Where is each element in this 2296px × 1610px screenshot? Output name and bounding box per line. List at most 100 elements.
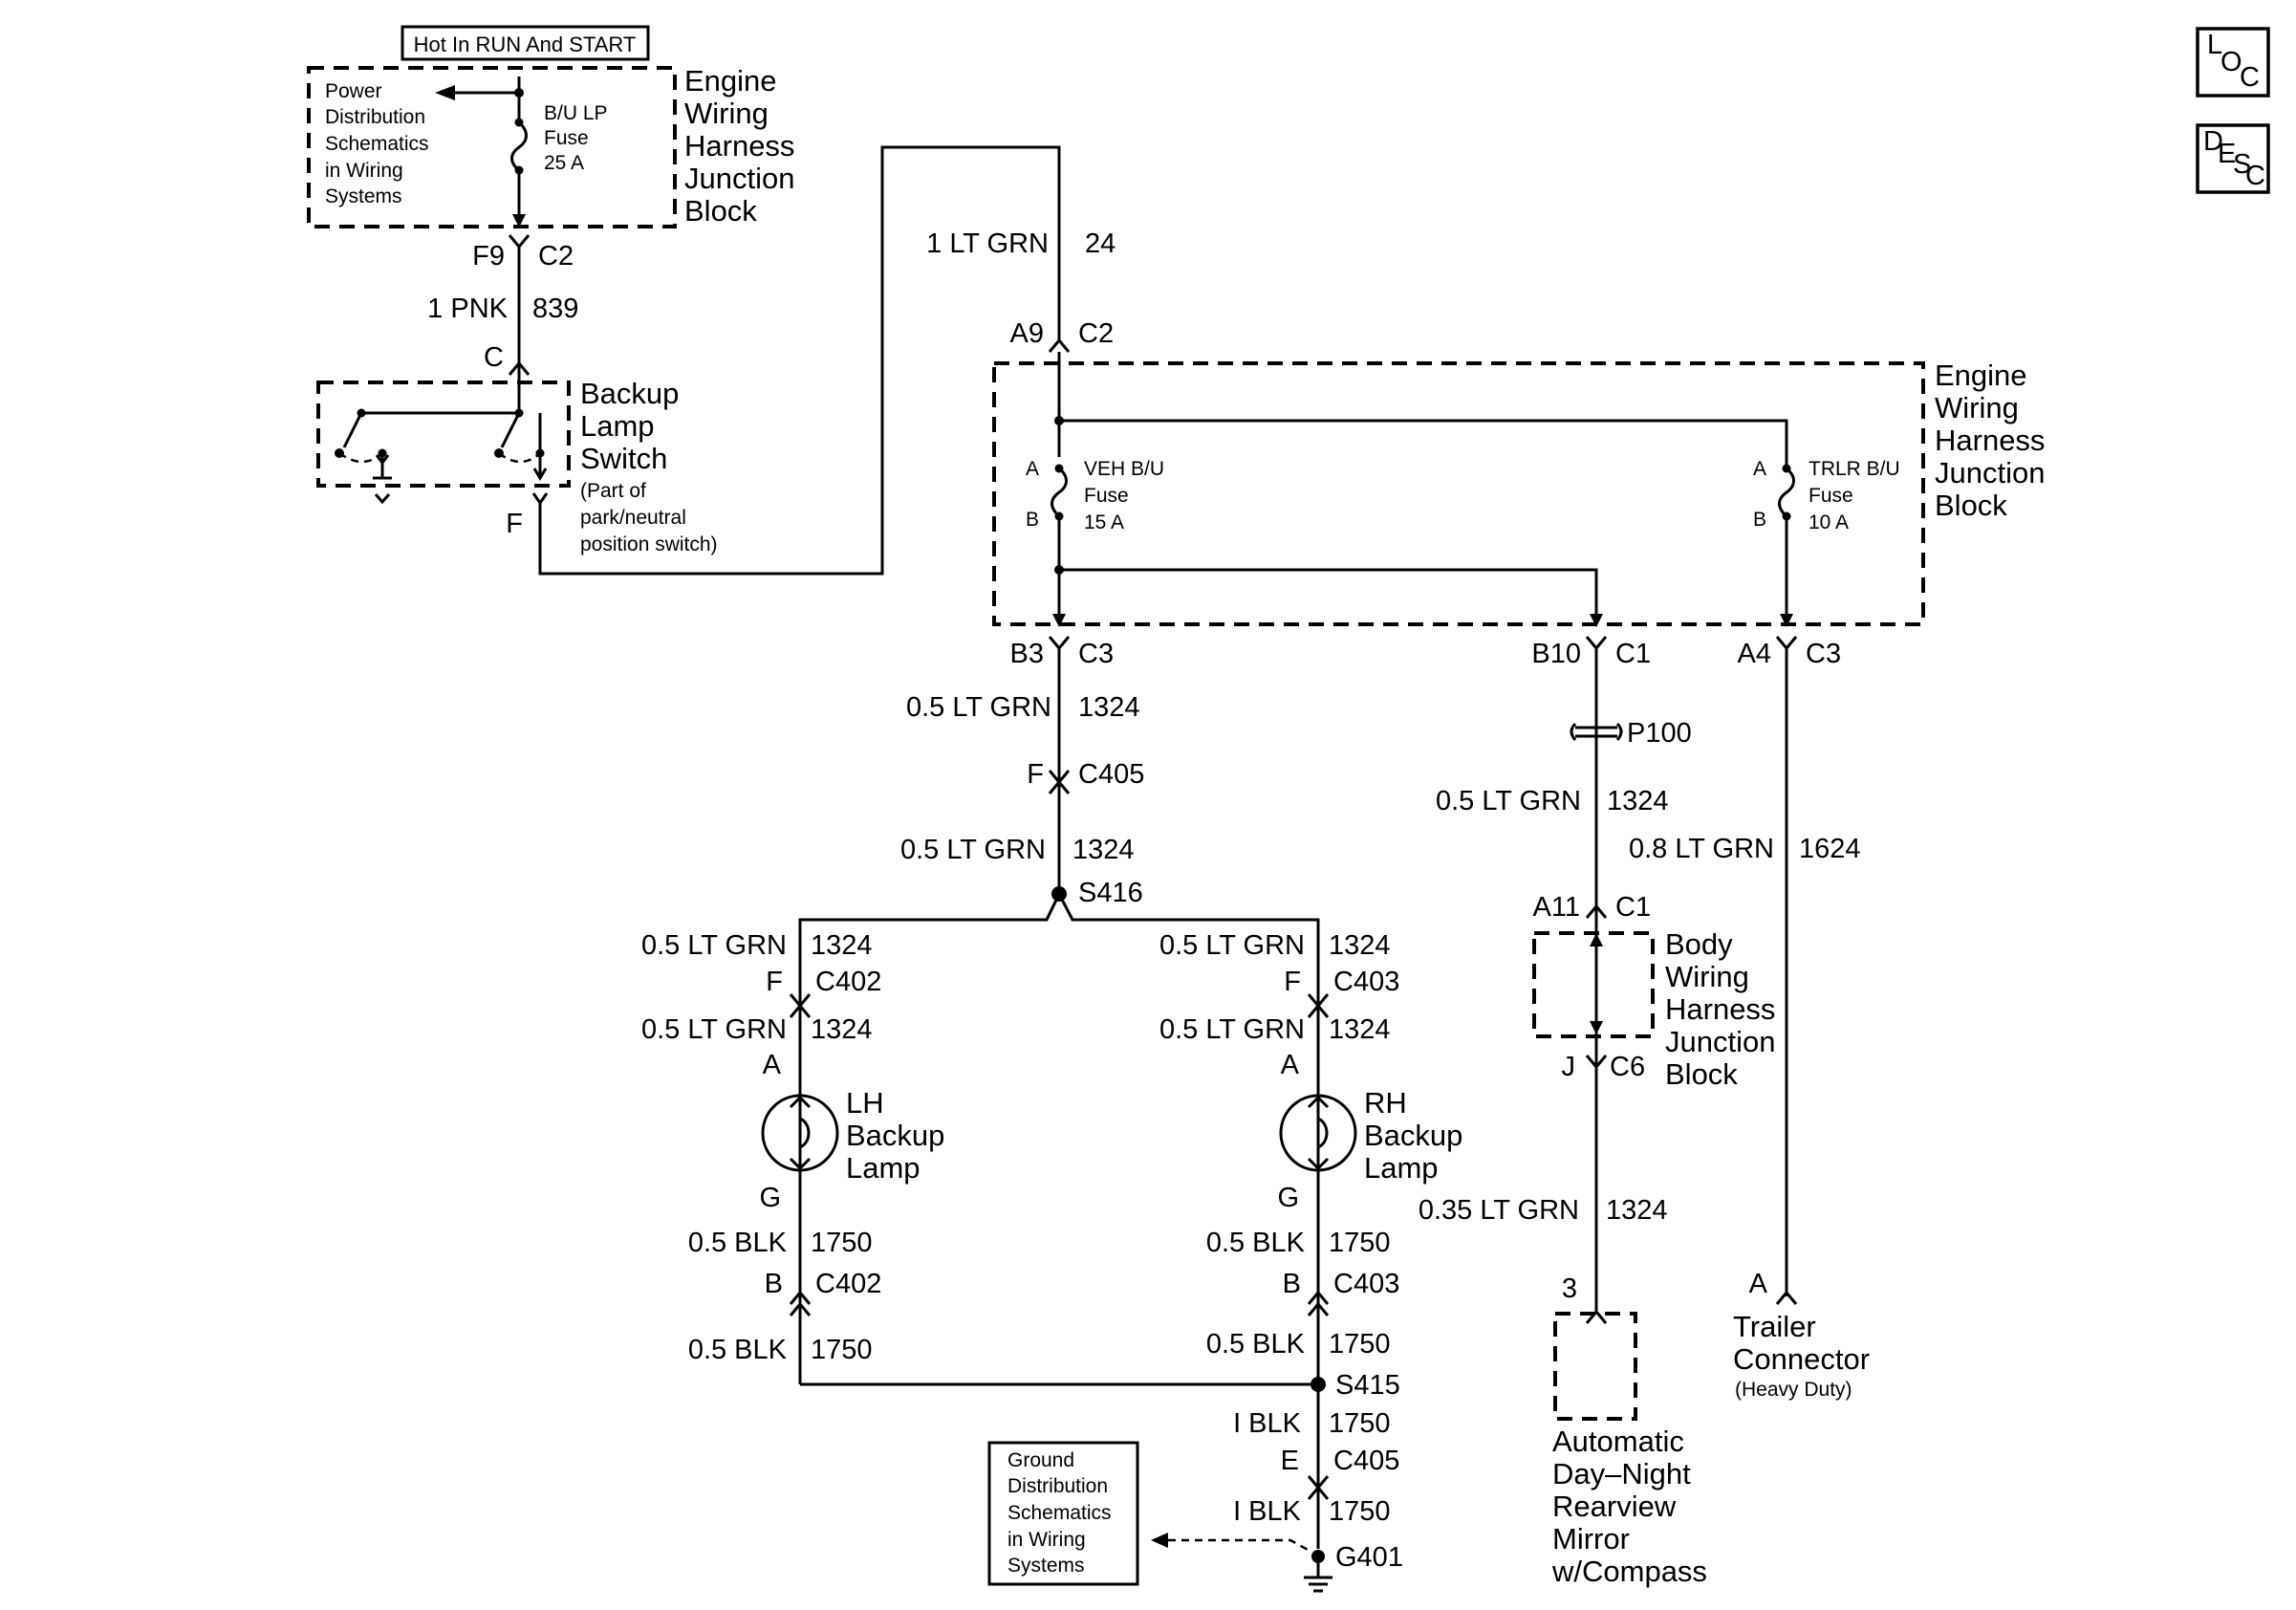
backup-switch-label: Backup Lamp Switch (Part of park/neutral… (580, 377, 718, 555)
ewhjb-top-line-3: Harness (684, 129, 794, 163)
engine-junction-block-main-box (992, 361, 1925, 626)
mirror-line-2: Day–Night (1552, 1457, 1691, 1490)
a11-conn-label: C1 (1615, 892, 1651, 923)
b10-pin-label: B10 (1531, 639, 1581, 669)
mirror-line-1: Automatic (1552, 1425, 1684, 1458)
switch-pin-c: C (484, 342, 504, 373)
mirror-pin: 3 (1562, 1273, 1577, 1304)
wire-grn24-gauge: 1 LT GRN (926, 228, 1049, 259)
wire-1324-c-gauge: 0.5 LT GRN (1436, 786, 1581, 816)
lh-lamp-arrow-top (789, 1095, 812, 1109)
switch-left-exit-chevron (374, 493, 391, 505)
f9-pin-label: F9 (472, 241, 505, 272)
p100-ends (1570, 722, 1623, 741)
ground-dist-line-5: Systems (1007, 1555, 1085, 1577)
trlr-branch-wire (1059, 419, 1788, 620)
power-dist-arrowhead (435, 85, 455, 100)
wire-1324-a-gauge: 0.5 LT GRN (906, 692, 1051, 723)
ground-wire1-circuit: 1750 (1329, 1408, 1391, 1439)
wire-1324-c-circuit: 1324 (1607, 786, 1669, 816)
lh-upper-wire-circuit: 1324 (811, 930, 873, 961)
veh-fuse-pin-a: A (1026, 458, 1039, 480)
a9-pin-label: A9 (1010, 318, 1044, 349)
wire-1324-b-gauge: 0.5 LT GRN (900, 835, 1046, 865)
ground-c405-connector-2 (1307, 1485, 1330, 1500)
ground-g401-label: G401 (1335, 1542, 1403, 1573)
rh-lower-wire2-circuit: 1750 (1329, 1329, 1391, 1360)
rh-lower-wire2-gauge: 0.5 BLK (1206, 1329, 1306, 1360)
lh-upper-labels: 0.5 LT GRN 1324 F C402 0.5 LT GRN 1324 A (641, 930, 881, 1080)
rh-upper-wire-circuit: 1324 (1329, 930, 1391, 961)
ground-distribution-ref[interactable]: Ground Distribution Schematics in Wiring… (1007, 1449, 1112, 1577)
ground-wire1-gauge: I BLK (1233, 1408, 1302, 1439)
b3-connector-symbol (1048, 636, 1071, 651)
lh-lamp-label: LH Backup Lamp (846, 1086, 944, 1185)
bu-lp-fuse-icon (510, 120, 528, 172)
rh-pin-a: A (1281, 1050, 1300, 1080)
lh-lower-wire-gauge: 0.5 BLK (688, 1228, 788, 1258)
b10-connector-symbol (1585, 636, 1608, 651)
bu-lp-fuse-line-3: 25 A (544, 152, 584, 174)
bu-lp-arrow (512, 214, 526, 228)
b3-pin-label: B3 (1010, 639, 1044, 669)
bwhjb-line-5: Block (1665, 1057, 1738, 1091)
b10-branch-wire (1059, 568, 1598, 620)
ground-dist-line-4: in Wiring (1007, 1529, 1086, 1551)
desc-button-frame (2196, 123, 2270, 194)
desc-letter-d: D (2203, 126, 2223, 157)
desc-letter-c: C (2245, 161, 2265, 191)
rh-lamp-arrow-bottom (1307, 1157, 1330, 1171)
power-distribution-ref[interactable]: Power Distribution Schematics in Wiring … (325, 80, 429, 207)
f9-conn-label: C2 (538, 241, 574, 272)
rh-pin-b: B (1283, 1269, 1301, 1299)
backup-switch-line-1: Backup (580, 377, 679, 410)
a4-connector-symbol (1775, 636, 1798, 651)
bu-lp-fuse-label: B/U LP Fuse 25 A (544, 102, 608, 174)
ground-dist-line-1: Ground (1007, 1449, 1074, 1471)
switch-contact-right (500, 412, 521, 448)
desc-button[interactable]: D E S C (2196, 123, 2270, 194)
trlr-fuse-pin-b: B (1753, 509, 1766, 531)
rh-lamp-line-1: RH (1364, 1086, 1407, 1120)
j-conn-label: C6 (1610, 1052, 1645, 1082)
wire-1324-b-circuit: 1324 (1072, 835, 1135, 865)
rh-lamp-line-3: Lamp (1364, 1151, 1439, 1185)
trlr-fuse-line-3: 10 A (1809, 511, 1849, 533)
body-junction-block-label: Body Wiring Harness Junction Block (1665, 927, 1775, 1091)
loc-button[interactable]: L O C (2196, 27, 2270, 98)
lh-c402-lower-connector (789, 1290, 812, 1305)
lh-c402-connector-2 (789, 1003, 812, 1018)
rh-lamp-arrow-top (1307, 1095, 1330, 1109)
a9-conn-label: C2 (1078, 318, 1114, 349)
bwhjb-arrow-bottom (1590, 1021, 1603, 1034)
veh-fuse-icon (1051, 467, 1068, 518)
lh-lower-labels: G 0.5 BLK 1750 B C402 0.5 BLK 1750 (688, 1183, 882, 1365)
desc-letter-e: E (2218, 139, 2236, 169)
rh-lower-wire-gauge: 0.5 BLK (1206, 1228, 1306, 1258)
switch-left-arc (338, 451, 383, 464)
lh-upper-wire2-gauge: 0.5 LT GRN (641, 1014, 787, 1045)
rh-lower-wire-circuit: 1750 (1329, 1228, 1391, 1258)
bu-lp-fuse-line-1: B/U LP (544, 102, 608, 124)
p100-connector (1570, 722, 1623, 741)
lh-lamp-filament (799, 1117, 811, 1149)
lh-lower-wire2-circuit: 1750 (811, 1335, 873, 1365)
trlr-fuse-pin-a: A (1753, 458, 1766, 480)
loc-button-frame (2196, 27, 2270, 98)
ewhjb-top-line-5: Block (684, 194, 757, 228)
lh-lower-conn: C402 (815, 1269, 881, 1299)
mirror-line-3: Rearview (1552, 1490, 1677, 1523)
mirror-line-4: Mirror (1552, 1522, 1630, 1556)
rh-lower-labels: G 0.5 BLK 1750 B C403 0.5 BLK 1750 (1206, 1183, 1400, 1360)
wire-pnk-gauge: 1 PNK (427, 294, 508, 324)
c405-f-conn: C405 (1078, 759, 1144, 790)
j-pin-label: J (1562, 1052, 1576, 1082)
rh-c403-lower-connector-2 (1307, 1301, 1330, 1316)
trailer-connector-label: Trailer Connector (Heavy Duty) (1733, 1310, 1870, 1401)
wire-1624-gauge: 0.8 LT GRN (1629, 834, 1774, 864)
rh-lamp-filament (1317, 1117, 1329, 1149)
ewhjb-main-line-1: Engine (1935, 359, 2027, 392)
switch-c-connector (508, 360, 531, 376)
ground-symbol (1304, 1563, 1332, 1593)
